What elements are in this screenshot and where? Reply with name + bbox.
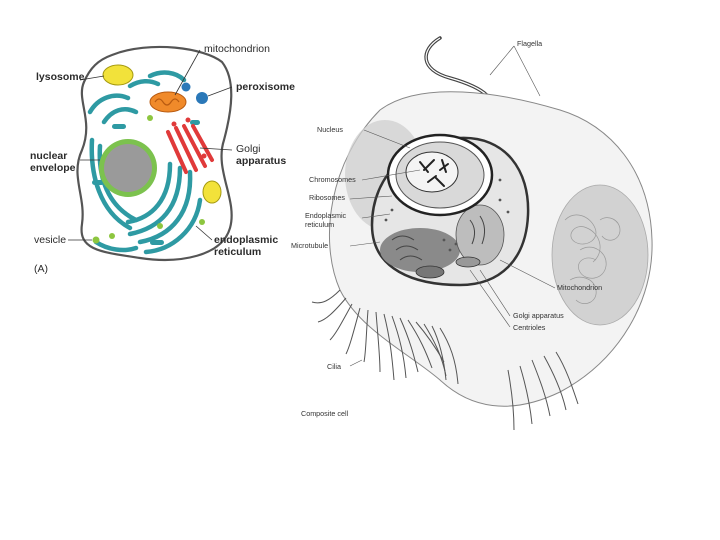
cilia — [311, 289, 579, 431]
label-lysosome: lysosome — [36, 71, 85, 83]
label-mitochondrion-b: Mitochondrion — [557, 283, 602, 292]
composite-cell-diagram: Flagella Nucleus Chromosomes Ribosomes E… — [291, 36, 653, 431]
label-reticulum: reticulum — [214, 246, 261, 258]
endoplasmic-reticulum — [87, 70, 203, 255]
mitochondrion — [149, 91, 187, 113]
er-scribble — [564, 214, 621, 304]
label-endoplasmic: endoplasmic — [214, 234, 278, 246]
label-flagella: Flagella — [517, 39, 542, 48]
label-nucleus: Nucleus — [317, 125, 343, 134]
label-er-2: reticulum — [305, 220, 334, 229]
label-vesicle: vesicle — [34, 234, 66, 246]
cell-lobe-right — [551, 184, 649, 326]
golgi-apparatus — [166, 124, 214, 174]
label-centrioles: Centrioles — [513, 323, 546, 332]
nucleolus — [405, 151, 459, 193]
label-chromosomes: Chromosomes — [309, 175, 356, 184]
leader-lines-b — [349, 45, 556, 367]
label-nuclear: nuclear — [30, 150, 67, 162]
leader-lines-a — [68, 49, 233, 241]
label-er-1: Endoplasmic — [305, 211, 347, 220]
peroxisome-2 — [181, 82, 191, 92]
label-panel-a: (A) — [34, 263, 48, 275]
mitochondrion-b — [415, 265, 445, 279]
animal-cell-diagram: mitochondrion lysosome peroxisome nuclea… — [30, 43, 295, 275]
label-peroxisome: peroxisome — [236, 81, 295, 93]
label-ribosomes: Ribosomes — [309, 193, 345, 202]
inner-organelles — [380, 178, 510, 279]
label-mitochondrion: mitochondrion — [204, 43, 270, 55]
lysosome-2 — [202, 180, 222, 204]
vesicles — [92, 115, 205, 244]
label-apparatus: apparatus — [236, 155, 286, 167]
nucleus — [104, 144, 152, 192]
label-envelope: envelope — [30, 162, 76, 174]
lysosome — [102, 64, 134, 86]
label-caption: Composite cell — [301, 409, 349, 418]
peroxisome — [196, 92, 208, 104]
label-golgi: Golgi — [236, 143, 261, 155]
label-cilia: Cilia — [327, 362, 341, 371]
label-microtubule: Microtubule — [291, 241, 328, 250]
label-golgi-b: Golgi apparatus — [513, 311, 564, 320]
chromosomes-b — [419, 159, 449, 187]
